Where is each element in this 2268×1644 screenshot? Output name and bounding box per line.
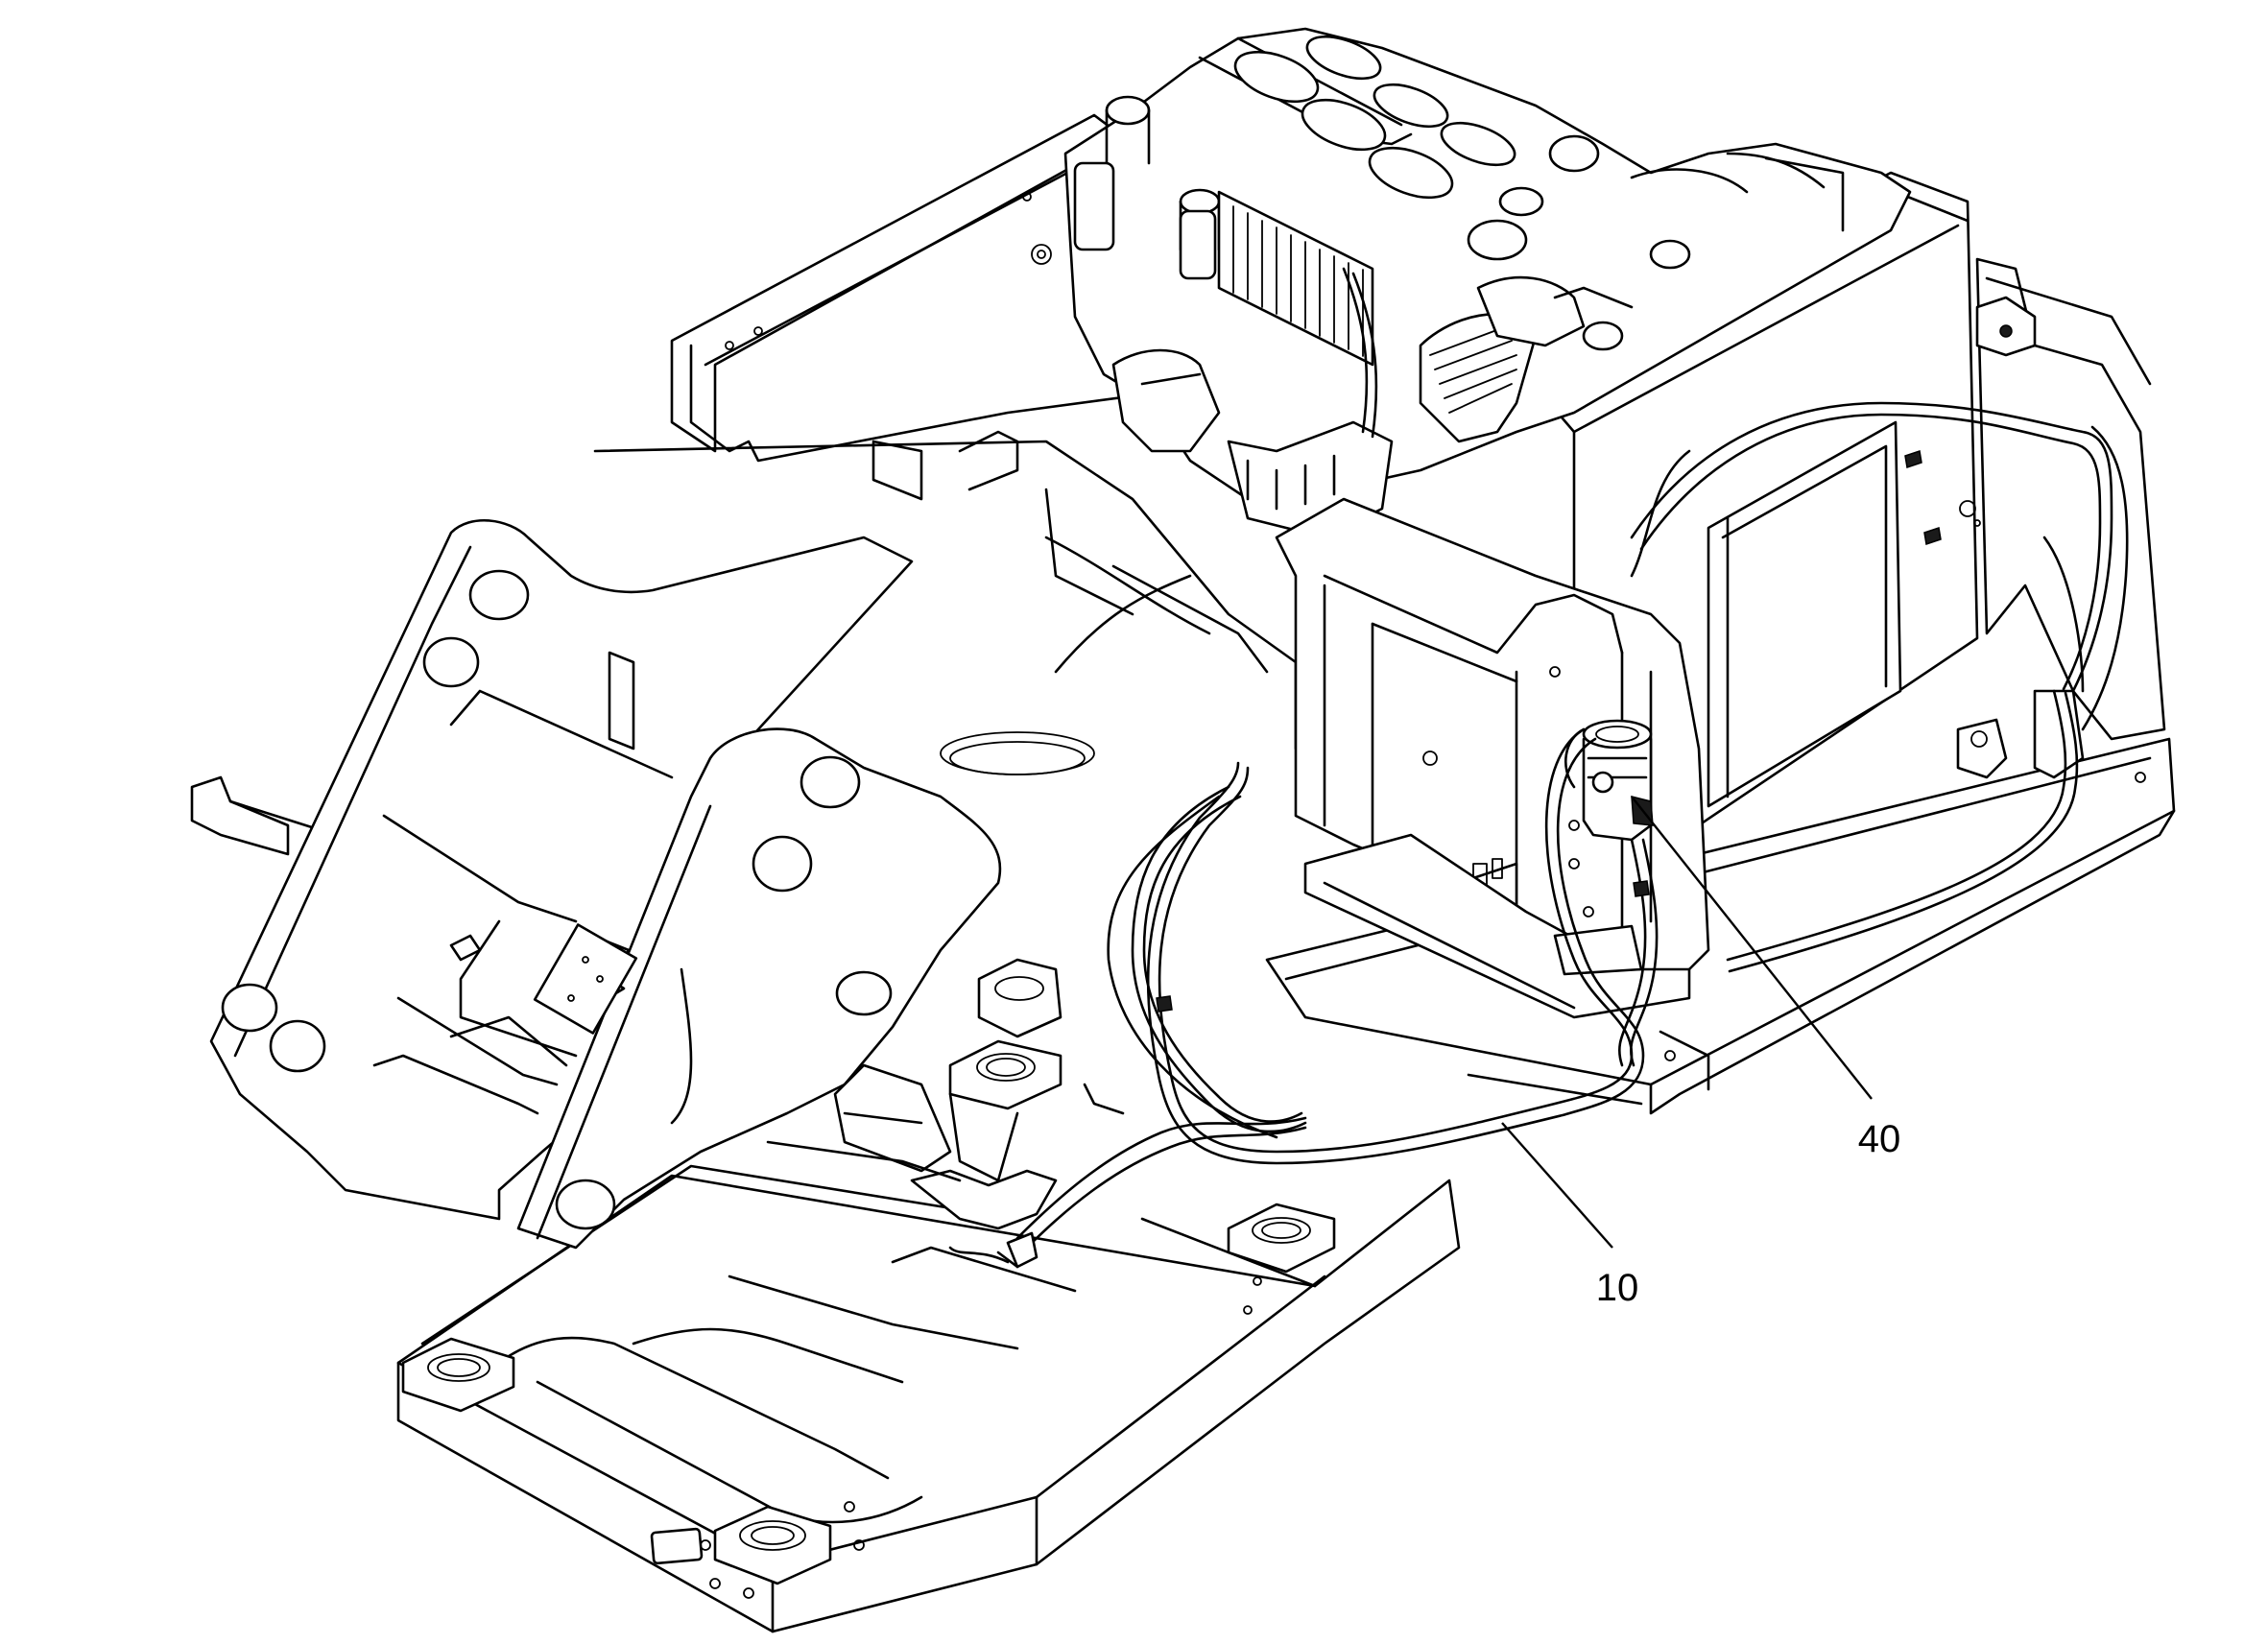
mount-pad-front-right — [713, 1505, 832, 1585]
mount-pad-rear-left — [948, 1039, 1062, 1182]
leader-line-10 — [1501, 1122, 1613, 1249]
upper-frame — [190, 113, 2176, 1633]
mount-pad-rear-right — [1227, 1203, 1336, 1274]
callout-40: 40 — [1858, 1118, 1901, 1160]
fuel-hose — [948, 401, 2129, 1269]
callout-group-40: 40 — [1631, 796, 1901, 1160]
front-rail — [766, 958, 1125, 1230]
callout-10: 10 — [1596, 1267, 1639, 1309]
engine-support-bracket — [1275, 497, 1710, 1019]
fuel-filter — [1564, 719, 1654, 842]
boom-mounting-bracket — [209, 519, 1002, 1250]
mount-pad-front-left — [401, 1337, 515, 1413]
leader-line-40 — [1631, 796, 1873, 1100]
callout-group-10: 10 — [1501, 1122, 1639, 1309]
